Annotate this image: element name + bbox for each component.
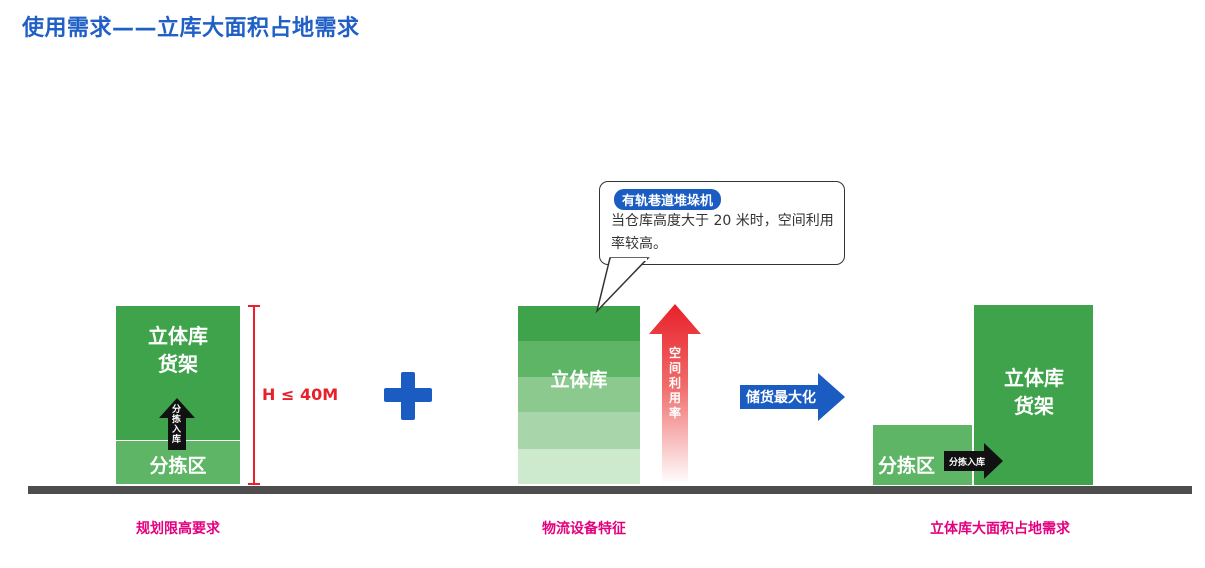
caption-floor-area-demand: 立体库大面积占地需求 [930, 521, 1070, 537]
warehouse-label: 立体库 [550, 369, 608, 391]
ground-line [28, 486, 1192, 494]
right-sorting-label: 分拣区 [878, 455, 936, 477]
height-limit-label: H ≤ 40M [262, 385, 339, 404]
caption-equipment-features: 物流设备特征 [542, 521, 626, 537]
flow-arrow-label: 储货最大化 [746, 390, 816, 406]
flow-arrow-icon [740, 373, 845, 421]
plus-icon-vertical [401, 372, 415, 420]
warehouse-layer-1 [518, 306, 640, 341]
sort-inbound-arrow-icon [159, 398, 195, 450]
right-rack-label: 立体库货架 [1004, 366, 1064, 418]
caption-height-limit: 规划限高要求 [136, 521, 220, 537]
warehouse-layer-3 [518, 377, 640, 412]
left-rack-label: 立体库货架 [148, 324, 208, 376]
right-sort-inbound-label: 分拣入库 [949, 458, 986, 468]
warehouse-layer-2 [518, 341, 640, 377]
sort-inbound-arrow-label: 分拣入库 [171, 405, 181, 445]
space-utilization-arrow-icon [649, 304, 701, 484]
page-title: 使用需求——立库大面积占地需求 [22, 16, 360, 41]
space-utilization-label: 空间利用率 [668, 346, 681, 420]
callout-tag: 有轨巷道堆垛机 [614, 189, 722, 210]
callout-text: 当仓库高度大于 20 米时，空间利用率较高。 [611, 213, 834, 252]
callout-pointer-icon [595, 257, 650, 314]
left-sorting-label: 分拣区 [149, 455, 207, 477]
warehouse-layer-4 [518, 412, 640, 449]
warehouse-layer-5 [518, 449, 640, 484]
right-sort-inbound-arrow-icon [944, 443, 1003, 479]
height-marker-icon [248, 305, 260, 485]
